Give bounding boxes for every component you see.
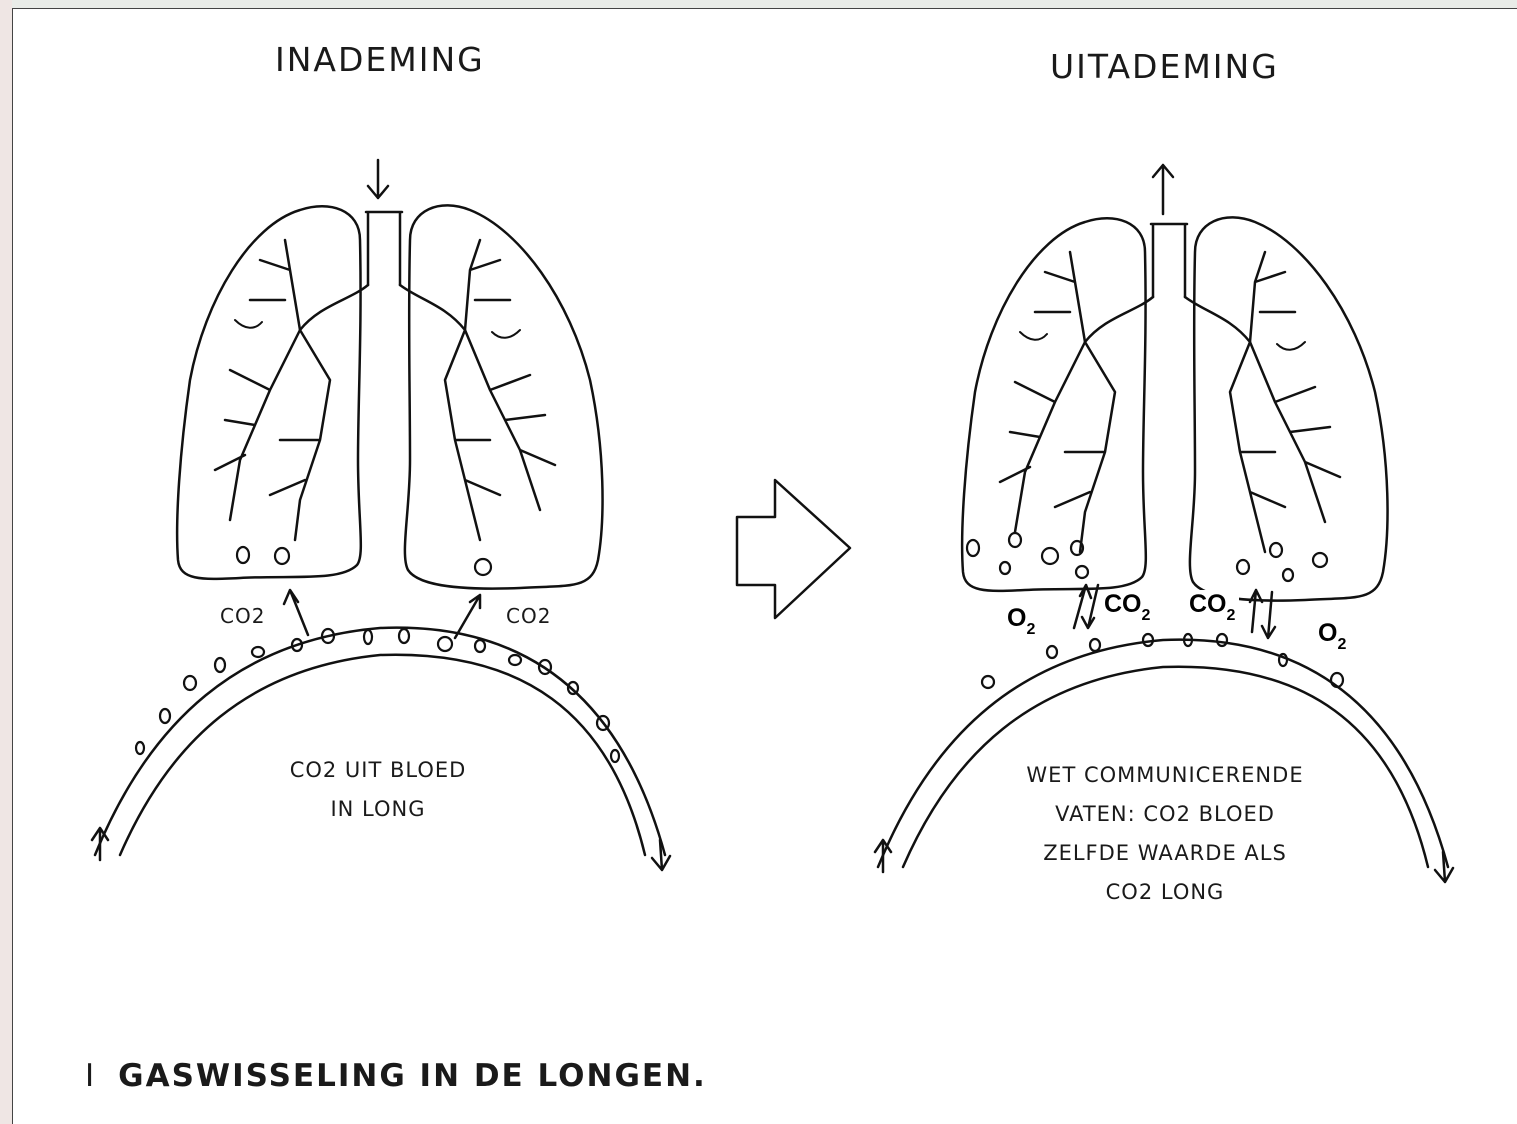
left-panel-caption: CO2 UIT BLOED IN LONG	[268, 751, 488, 829]
o2-label-left: O2	[1003, 604, 1039, 637]
o2-label-right: O2	[1314, 619, 1350, 652]
right-caption-line-1: WET COMMUNICERENDE	[1000, 756, 1330, 795]
left-lungs	[177, 205, 602, 588]
figure-caption: I GASWISSELING IN DE LONGEN.	[85, 1058, 707, 1094]
right-lungs	[962, 217, 1387, 600]
inhale-arrow	[368, 160, 388, 198]
exhale-arrow	[1153, 165, 1173, 214]
co2-label-right: CO2	[506, 604, 551, 628]
title-inademing: INADEMING	[275, 40, 485, 79]
right-blood-cells	[982, 634, 1343, 688]
left-caption-line-1: CO2 UIT BLOED	[268, 751, 488, 790]
co2-label-left: CO2	[220, 604, 265, 628]
transition-arrow	[737, 480, 850, 618]
figure-number: I	[85, 1058, 96, 1094]
right-caption-line-3: ZELFDE WAARDE ALS	[1000, 834, 1330, 873]
right-caption-line-4: CO2 LONG	[1000, 873, 1330, 912]
left-lung-alveoli	[237, 547, 491, 575]
co2-label-right-a: CO2	[1100, 590, 1154, 623]
title-uitademing: UITADEMING	[1050, 47, 1279, 86]
left-vessel	[92, 628, 670, 870]
right-panel-caption: WET COMMUNICERENDE VATEN: CO2 BLOED ZELF…	[1000, 756, 1330, 912]
co2-label-right-b: CO2	[1185, 590, 1239, 623]
figure-caption-text: GASWISSELING IN DE LONGEN.	[118, 1058, 707, 1094]
left-caption-line-2: IN LONG	[268, 790, 488, 829]
right-caption-line-2: VATEN: CO2 BLOED	[1000, 795, 1330, 834]
